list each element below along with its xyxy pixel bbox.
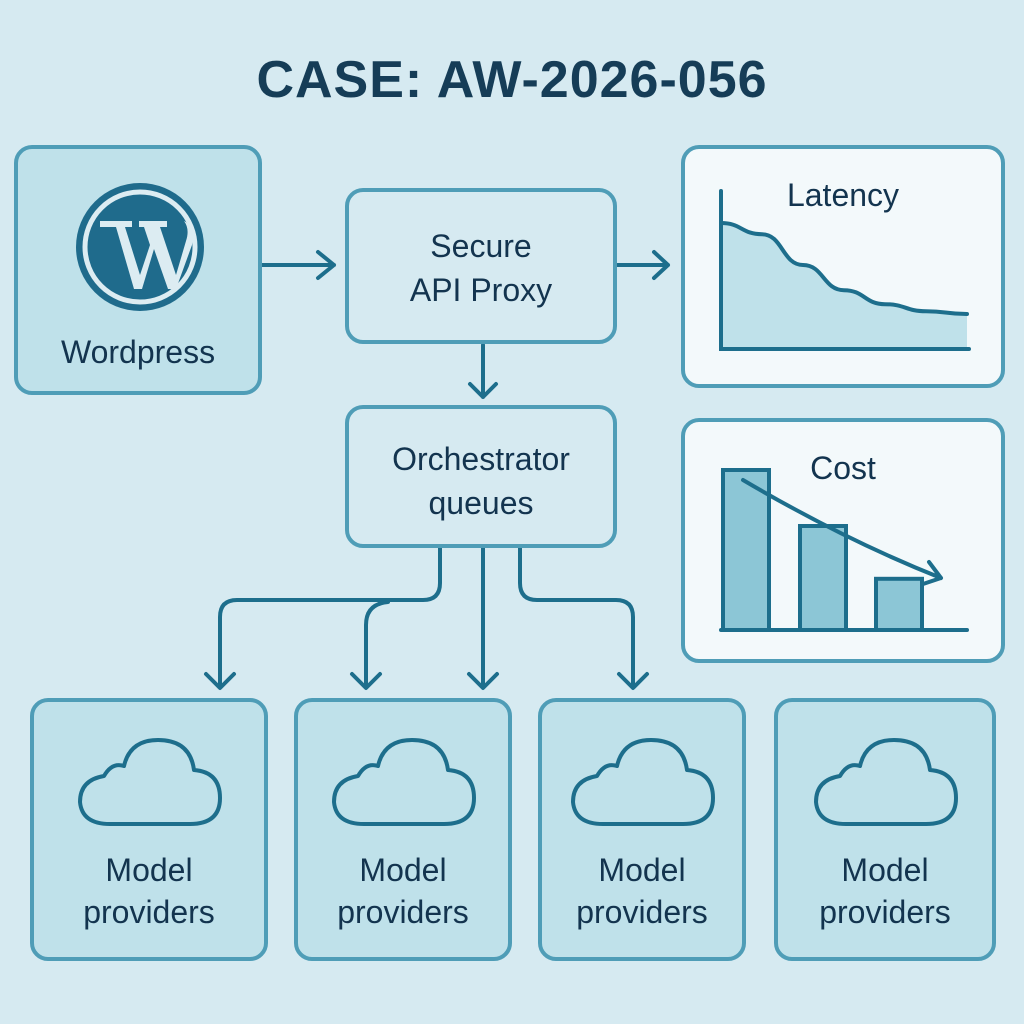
cost-trend-arrow (741, 478, 943, 586)
arrow-proxy-to-latency (615, 250, 670, 280)
provider-label-line1: Model (105, 852, 193, 888)
provider-label-line2: providers (576, 894, 708, 930)
cost-bar-1 (721, 468, 771, 632)
arrow-orch-to-provider-3 (467, 546, 499, 690)
cloud-icon (78, 738, 222, 826)
latency-axes (719, 189, 971, 351)
orchestrator-node[interactable]: Orchestrator queues (345, 405, 617, 548)
model-provider-node-4[interactable]: Model providers (774, 698, 996, 961)
arrow-orch-to-provider-4 (518, 546, 649, 690)
latency-line (719, 221, 969, 316)
cost-panel: Cost (681, 418, 1005, 663)
model-provider-node-1[interactable]: Model providers (30, 698, 268, 961)
wordpress-node[interactable]: Wordpress (14, 145, 262, 395)
latency-chart (719, 189, 971, 351)
wordpress-logo-icon (76, 183, 204, 311)
arrow-proxy-to-orchestrator (468, 343, 498, 399)
cost-title: Cost (810, 450, 876, 486)
cloud-icon (571, 738, 715, 826)
secure-api-proxy-node[interactable]: Secure API Proxy (345, 188, 617, 344)
model-provider-node-3[interactable]: Model providers (538, 698, 746, 961)
cost-bar-2 (798, 524, 848, 632)
model-provider-node-2[interactable]: Model providers (294, 698, 512, 961)
provider-label-line2: providers (337, 894, 469, 930)
cloud-icon (814, 738, 958, 826)
latency-title: Latency (786, 177, 900, 213)
cloud-icon (332, 738, 476, 826)
latency-panel: Latency (681, 145, 1005, 388)
arrow-orch-to-provider-2 (350, 600, 390, 690)
case-title: CASE: AW-2026-056 (256, 51, 768, 109)
cost-chart (719, 468, 969, 633)
proxy-label-line2: API Proxy (409, 272, 553, 308)
orchestrator-label-line1: Orchestrator (392, 441, 570, 477)
arrow-wordpress-to-proxy (260, 250, 336, 280)
latency-area (721, 223, 967, 349)
provider-label-line1: Model (841, 852, 929, 888)
arrow-orch-to-provider-1 (204, 546, 442, 690)
orchestrator-label-line2: queues (428, 485, 534, 521)
provider-label-line1: Model (598, 852, 686, 888)
cost-bar-3 (874, 576, 924, 633)
provider-label-line1: Model (359, 852, 447, 888)
provider-label-line2: providers (83, 894, 215, 930)
provider-label-line2: providers (819, 894, 951, 930)
wordpress-label: Wordpress (60, 334, 216, 370)
proxy-label-line1: Secure (430, 228, 532, 264)
